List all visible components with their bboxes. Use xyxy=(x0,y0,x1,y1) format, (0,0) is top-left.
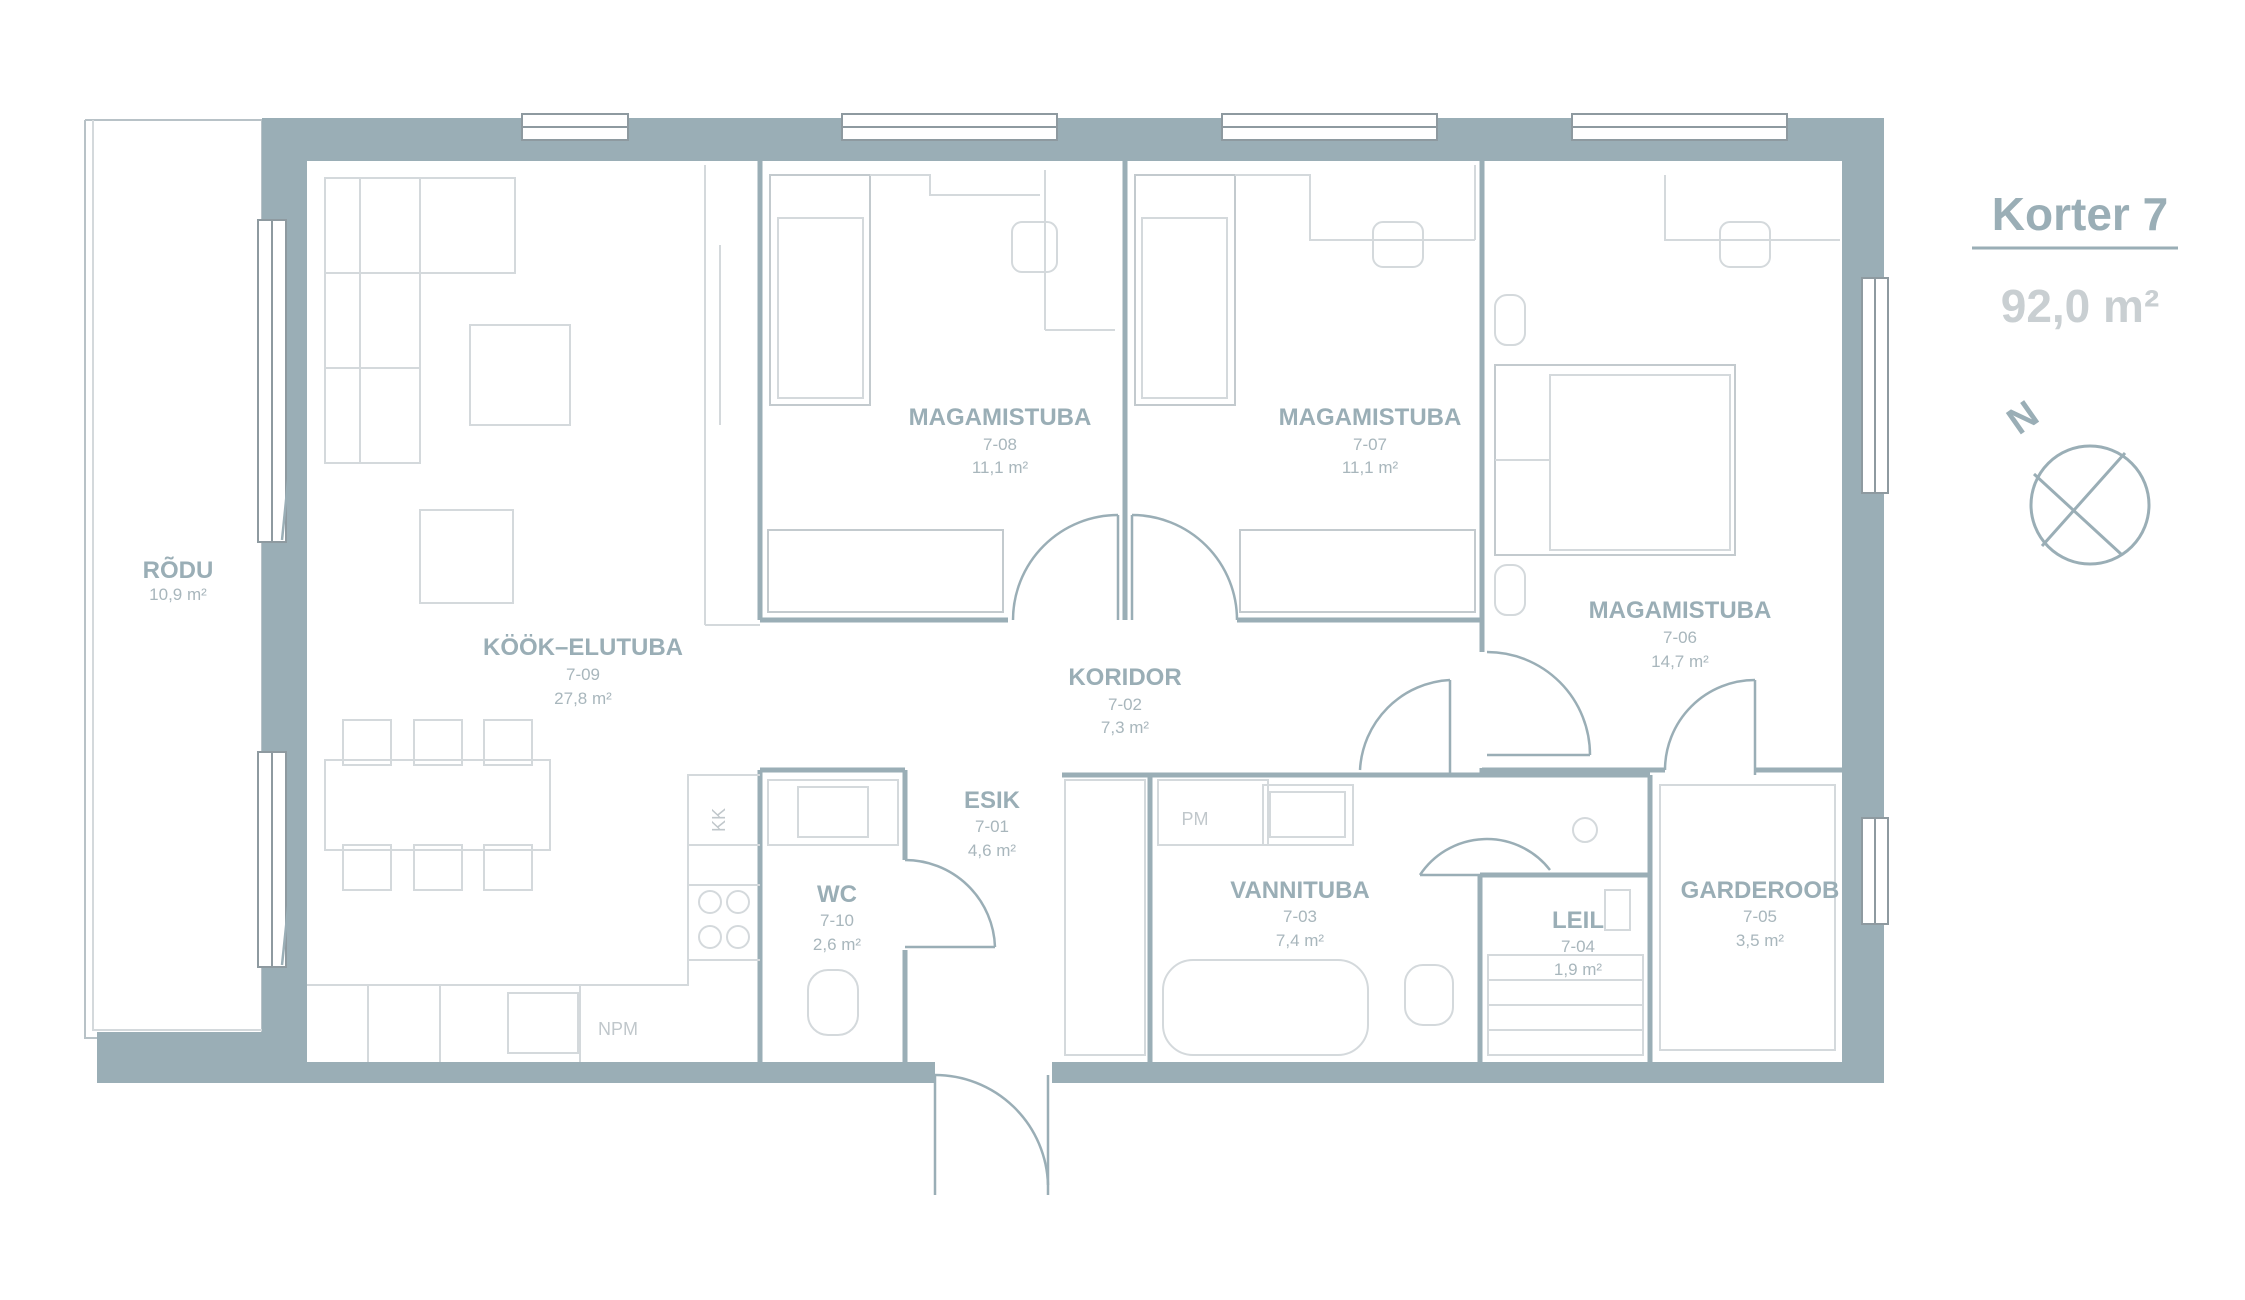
room-area: 7,3 m² xyxy=(1101,718,1150,737)
room-name: KORIDOR xyxy=(1068,664,1181,691)
fridge-tag: KK xyxy=(709,808,729,832)
room-label-koridor: KORIDOR 7-02 7,3 m² xyxy=(1068,664,1181,737)
room-code: 7-08 xyxy=(983,435,1017,454)
room-area: 3,5 m² xyxy=(1736,931,1785,950)
room-code: 7-10 xyxy=(820,911,854,930)
north-label: N xyxy=(2000,393,2047,443)
room-label-esik: ESIK 7-01 4,6 m² xyxy=(964,787,1021,860)
compass-line xyxy=(2040,452,2127,547)
room-label-kook: KÖÖK–ELUTUBA 7-09 27,8 m² xyxy=(483,634,683,708)
interior-walls xyxy=(757,161,1842,1062)
room-name: VANNITUBA xyxy=(1230,877,1370,904)
room-code: 7-05 xyxy=(1743,907,1777,926)
room-area: 14,7 m² xyxy=(1651,652,1709,671)
room-label-garderoob: GARDEROOB 7-05 3,5 m² xyxy=(1681,877,1840,950)
room-area: 4,6 m² xyxy=(968,841,1017,860)
compass-line xyxy=(2032,472,2123,556)
room-area: 27,8 m² xyxy=(554,689,612,708)
furniture xyxy=(307,165,1840,1062)
room-code: 7-09 xyxy=(566,665,600,684)
apartment-title: Korter 7 xyxy=(1992,188,2168,240)
room-area: 11,1 m² xyxy=(1342,458,1399,477)
windows xyxy=(257,113,1889,968)
room-area: 7,4 m² xyxy=(1276,931,1325,950)
room-area: 1,9 m² xyxy=(1554,960,1603,979)
room-label-mag06: MAGAMISTUBA 7-06 14,7 m² xyxy=(1589,597,1772,671)
room-name: GARDEROOB xyxy=(1681,877,1840,904)
room-code: 7-07 xyxy=(1353,435,1387,454)
dishwasher-tag: NPM xyxy=(598,1019,638,1039)
room-name: MAGAMISTUBA xyxy=(909,404,1092,431)
room-area: 10,9 m² xyxy=(149,585,207,604)
room-area: 11,1 m² xyxy=(972,458,1029,477)
room-label-leil: LEIL 7-04 1,9 m² xyxy=(1552,907,1604,979)
room-label-rodu: RÕDU 10,9 m² xyxy=(143,556,214,604)
room-name: LEIL xyxy=(1552,907,1604,934)
doors xyxy=(280,431,1757,1195)
room-label-wc: WC 7-10 2,6 m² xyxy=(813,881,862,954)
room-area: 2,6 m² xyxy=(813,935,862,954)
room-name: RÕDU xyxy=(143,556,214,584)
room-label-mag07: MAGAMISTUBA 7-07 11,1 m² xyxy=(1279,404,1462,477)
room-code: 7-02 xyxy=(1108,695,1142,714)
room-code: 7-01 xyxy=(975,817,1009,836)
apartment-area: 92,0 m² xyxy=(2001,280,2160,332)
washer-tag: PM xyxy=(1182,809,1209,829)
room-name: KÖÖK–ELUTUBA xyxy=(483,634,683,661)
room-name: MAGAMISTUBA xyxy=(1279,404,1462,431)
room-name: ESIK xyxy=(964,787,1021,814)
room-name: WC xyxy=(817,881,857,908)
room-label-vannituba: VANNITUBA 7-03 7,4 m² xyxy=(1230,877,1370,950)
compass: N xyxy=(2000,393,2151,566)
room-code: 7-06 xyxy=(1663,628,1697,647)
apartment-header: Korter 7 92,0 m² xyxy=(1972,188,2178,332)
room-label-mag08: MAGAMISTUBA 7-08 11,1 m² xyxy=(909,404,1092,477)
room-code: 7-04 xyxy=(1561,937,1595,956)
room-code: 7-03 xyxy=(1283,907,1317,926)
compass-circle xyxy=(2029,444,2151,566)
room-name: MAGAMISTUBA xyxy=(1589,597,1772,624)
